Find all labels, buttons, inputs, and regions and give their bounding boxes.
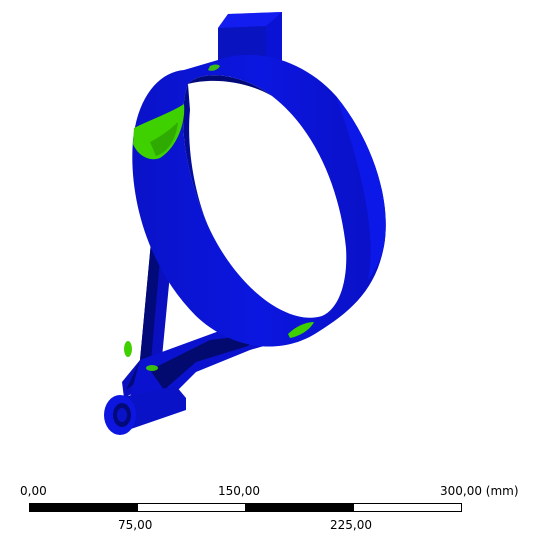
scale-tick-label-225: 225,00 xyxy=(330,518,372,532)
scale-tick-label-300: 300,00 (mm) xyxy=(440,484,519,498)
pin-bushing[interactable] xyxy=(104,386,186,435)
scale-tick-label-0: 0,00 xyxy=(20,484,47,498)
graphics-viewport[interactable] xyxy=(0,0,534,470)
scale-segment-1 xyxy=(29,503,138,512)
scale-segment-4 xyxy=(353,503,462,512)
scale-tick-label-75: 75,00 xyxy=(118,518,153,532)
scale-segment-3 xyxy=(245,503,354,512)
scale-segment-2 xyxy=(137,503,246,512)
scale-bar: 0,00 150,00 300,00 (mm) 75,00 225,00 xyxy=(0,470,534,541)
scale-tick-label-150: 150,00 xyxy=(218,484,260,498)
ring-band[interactable] xyxy=(132,54,386,347)
